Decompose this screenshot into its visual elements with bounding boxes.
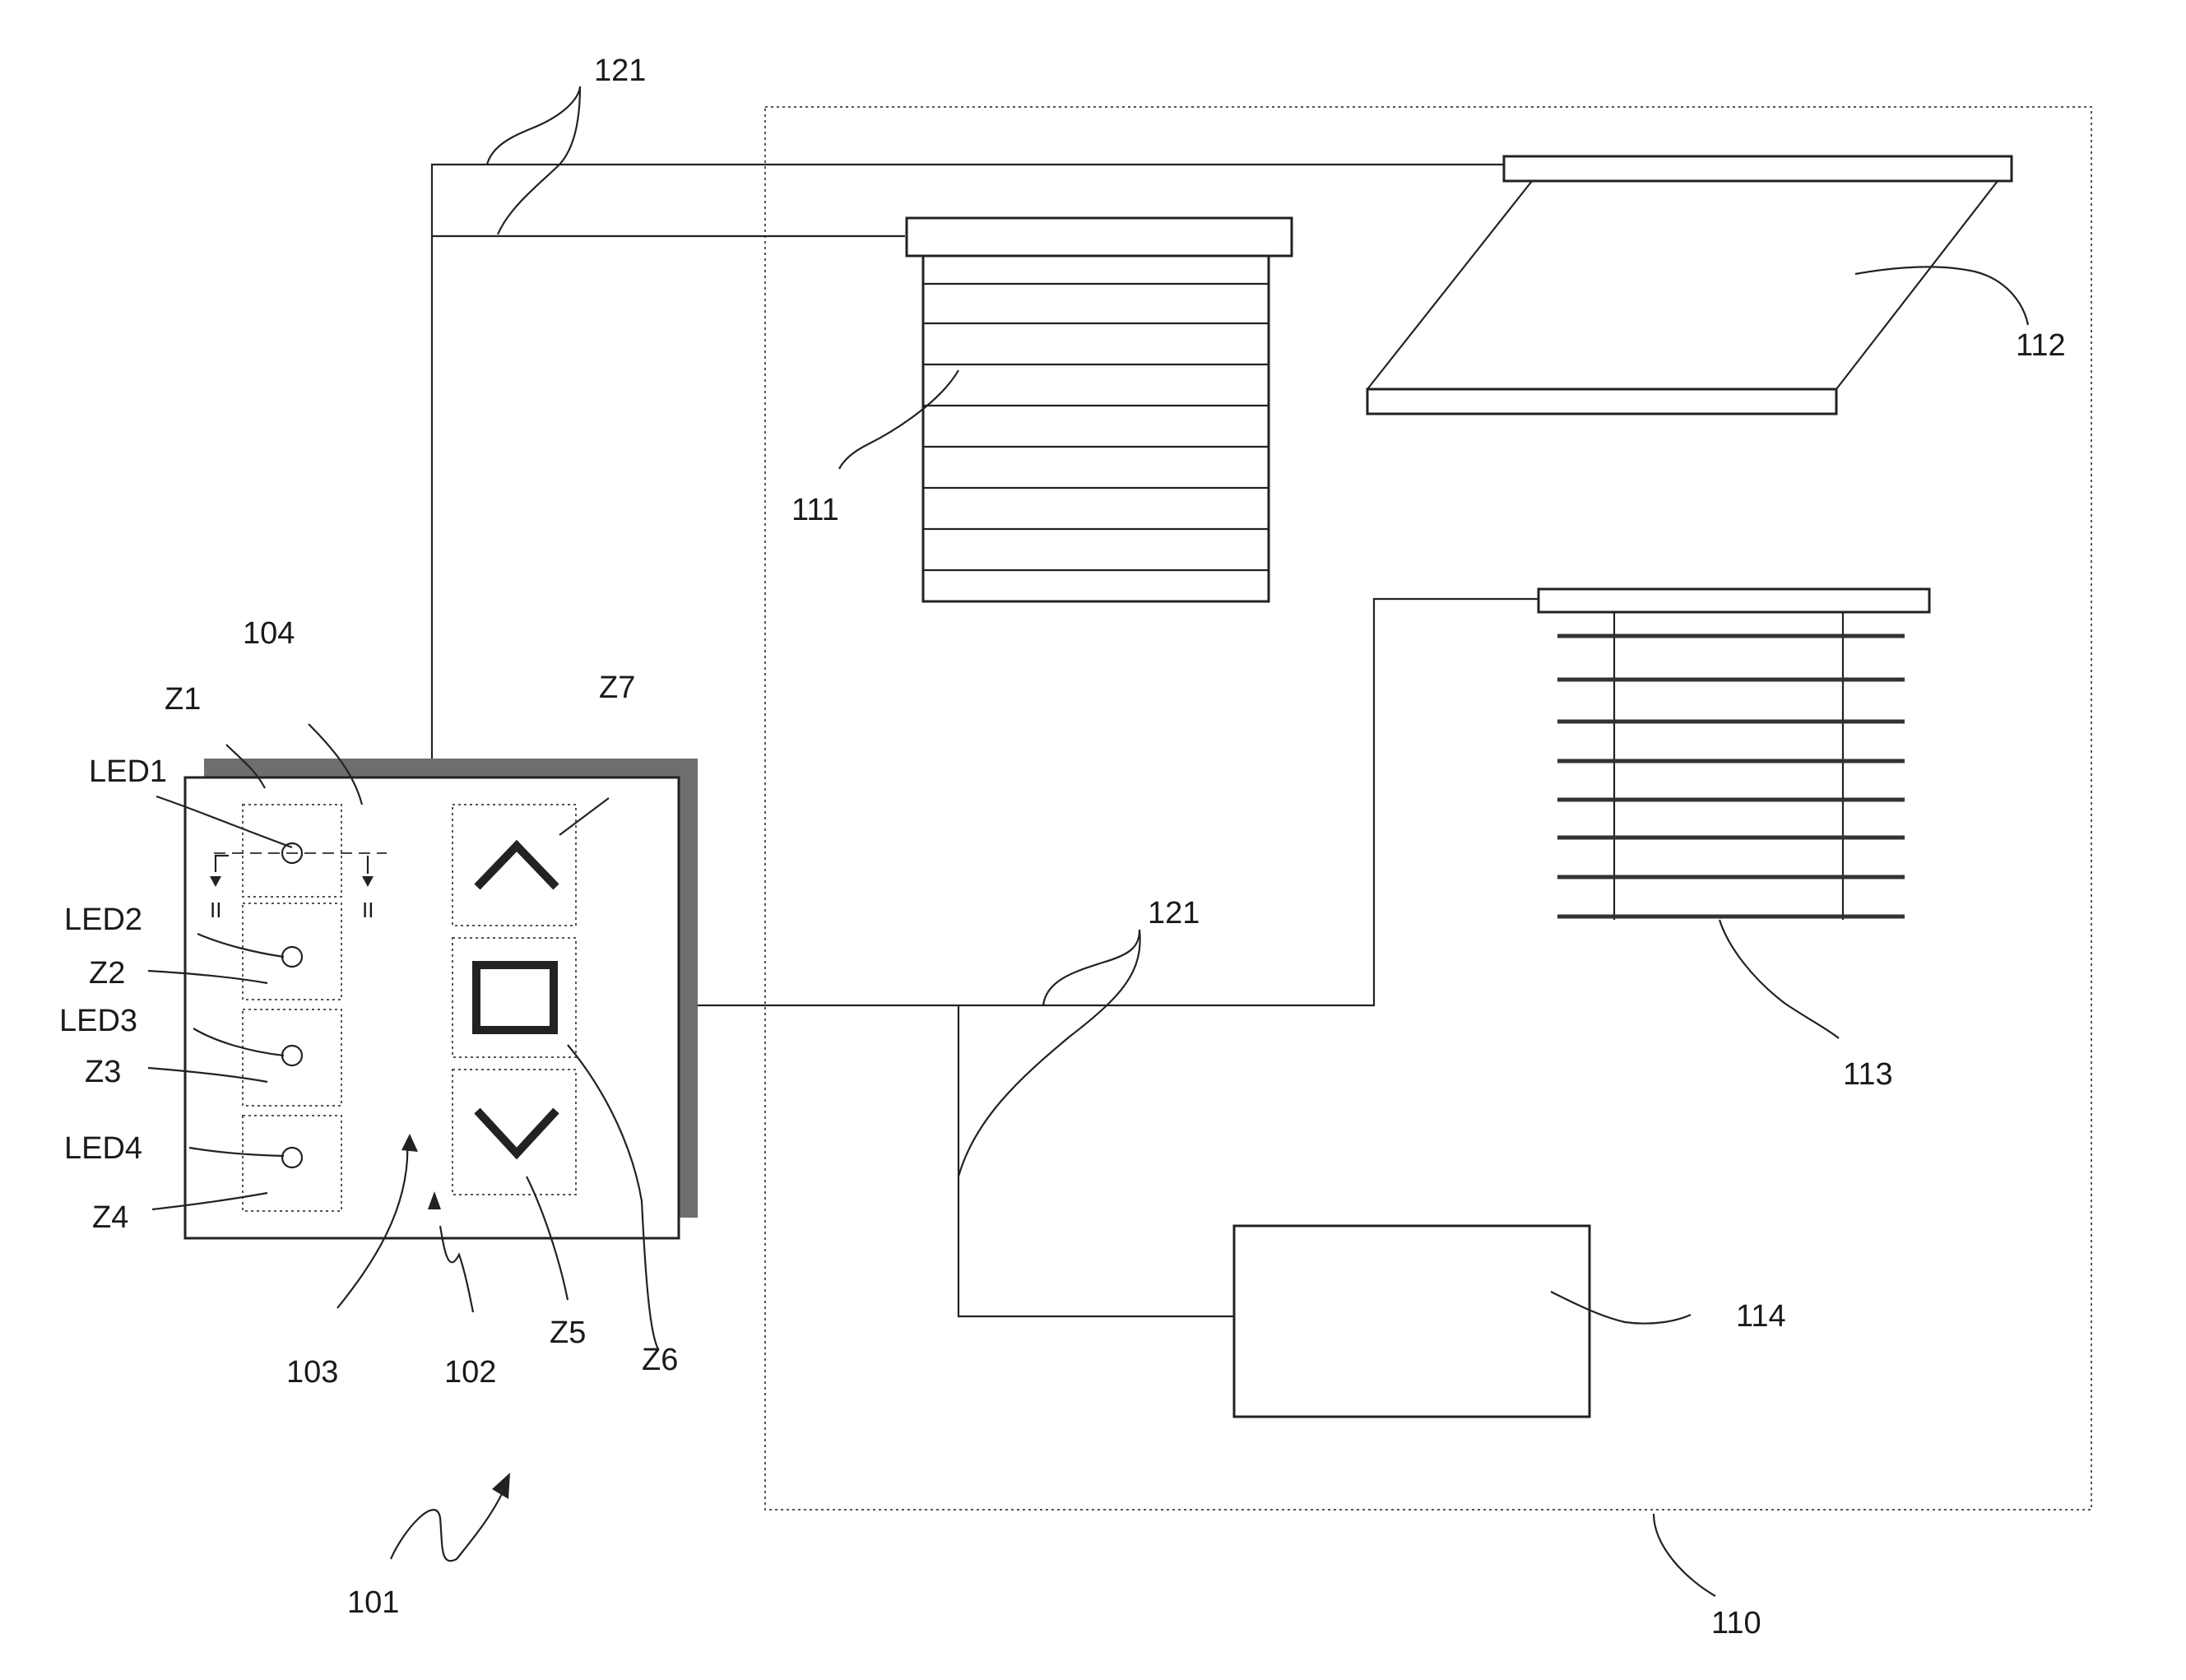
label-z1: Z1 <box>165 682 201 717</box>
label-111: 111 <box>791 493 839 527</box>
label-101: 101 <box>347 1585 399 1620</box>
section-mark-right: II <box>362 898 374 922</box>
label-110: 110 <box>1711 1606 1761 1641</box>
label-114: 114 <box>1736 1299 1786 1334</box>
venetian-blind-113 <box>1539 589 1929 920</box>
label-z2: Z2 <box>89 956 125 991</box>
label-113: 113 <box>1843 1057 1893 1092</box>
label-104: 104 <box>243 616 295 651</box>
roller-shutter-111 <box>907 218 1292 601</box>
label-112: 112 <box>2016 328 2066 363</box>
wiring-middle <box>679 599 1539 1316</box>
device-box-114 <box>1234 1226 1590 1417</box>
label-led4: LED4 <box>64 1131 142 1166</box>
label-z4: Z4 <box>92 1200 128 1235</box>
section-mark-left: II <box>210 898 221 922</box>
label-led1: LED1 <box>89 754 167 789</box>
label-led2: LED2 <box>64 903 142 937</box>
label-z3: Z3 <box>85 1055 121 1089</box>
awning-112 <box>1367 156 2012 414</box>
label-z5: Z5 <box>550 1316 586 1350</box>
label-103: 103 <box>286 1355 338 1390</box>
label-z7: Z7 <box>599 671 635 705</box>
label-121-middle: 121 <box>1148 896 1200 930</box>
control-panel-101 <box>185 759 698 1238</box>
label-led3: LED3 <box>59 1004 137 1038</box>
label-121-top: 121 <box>594 53 646 88</box>
label-z6: Z6 <box>642 1343 678 1377</box>
label-102: 102 <box>444 1355 496 1390</box>
